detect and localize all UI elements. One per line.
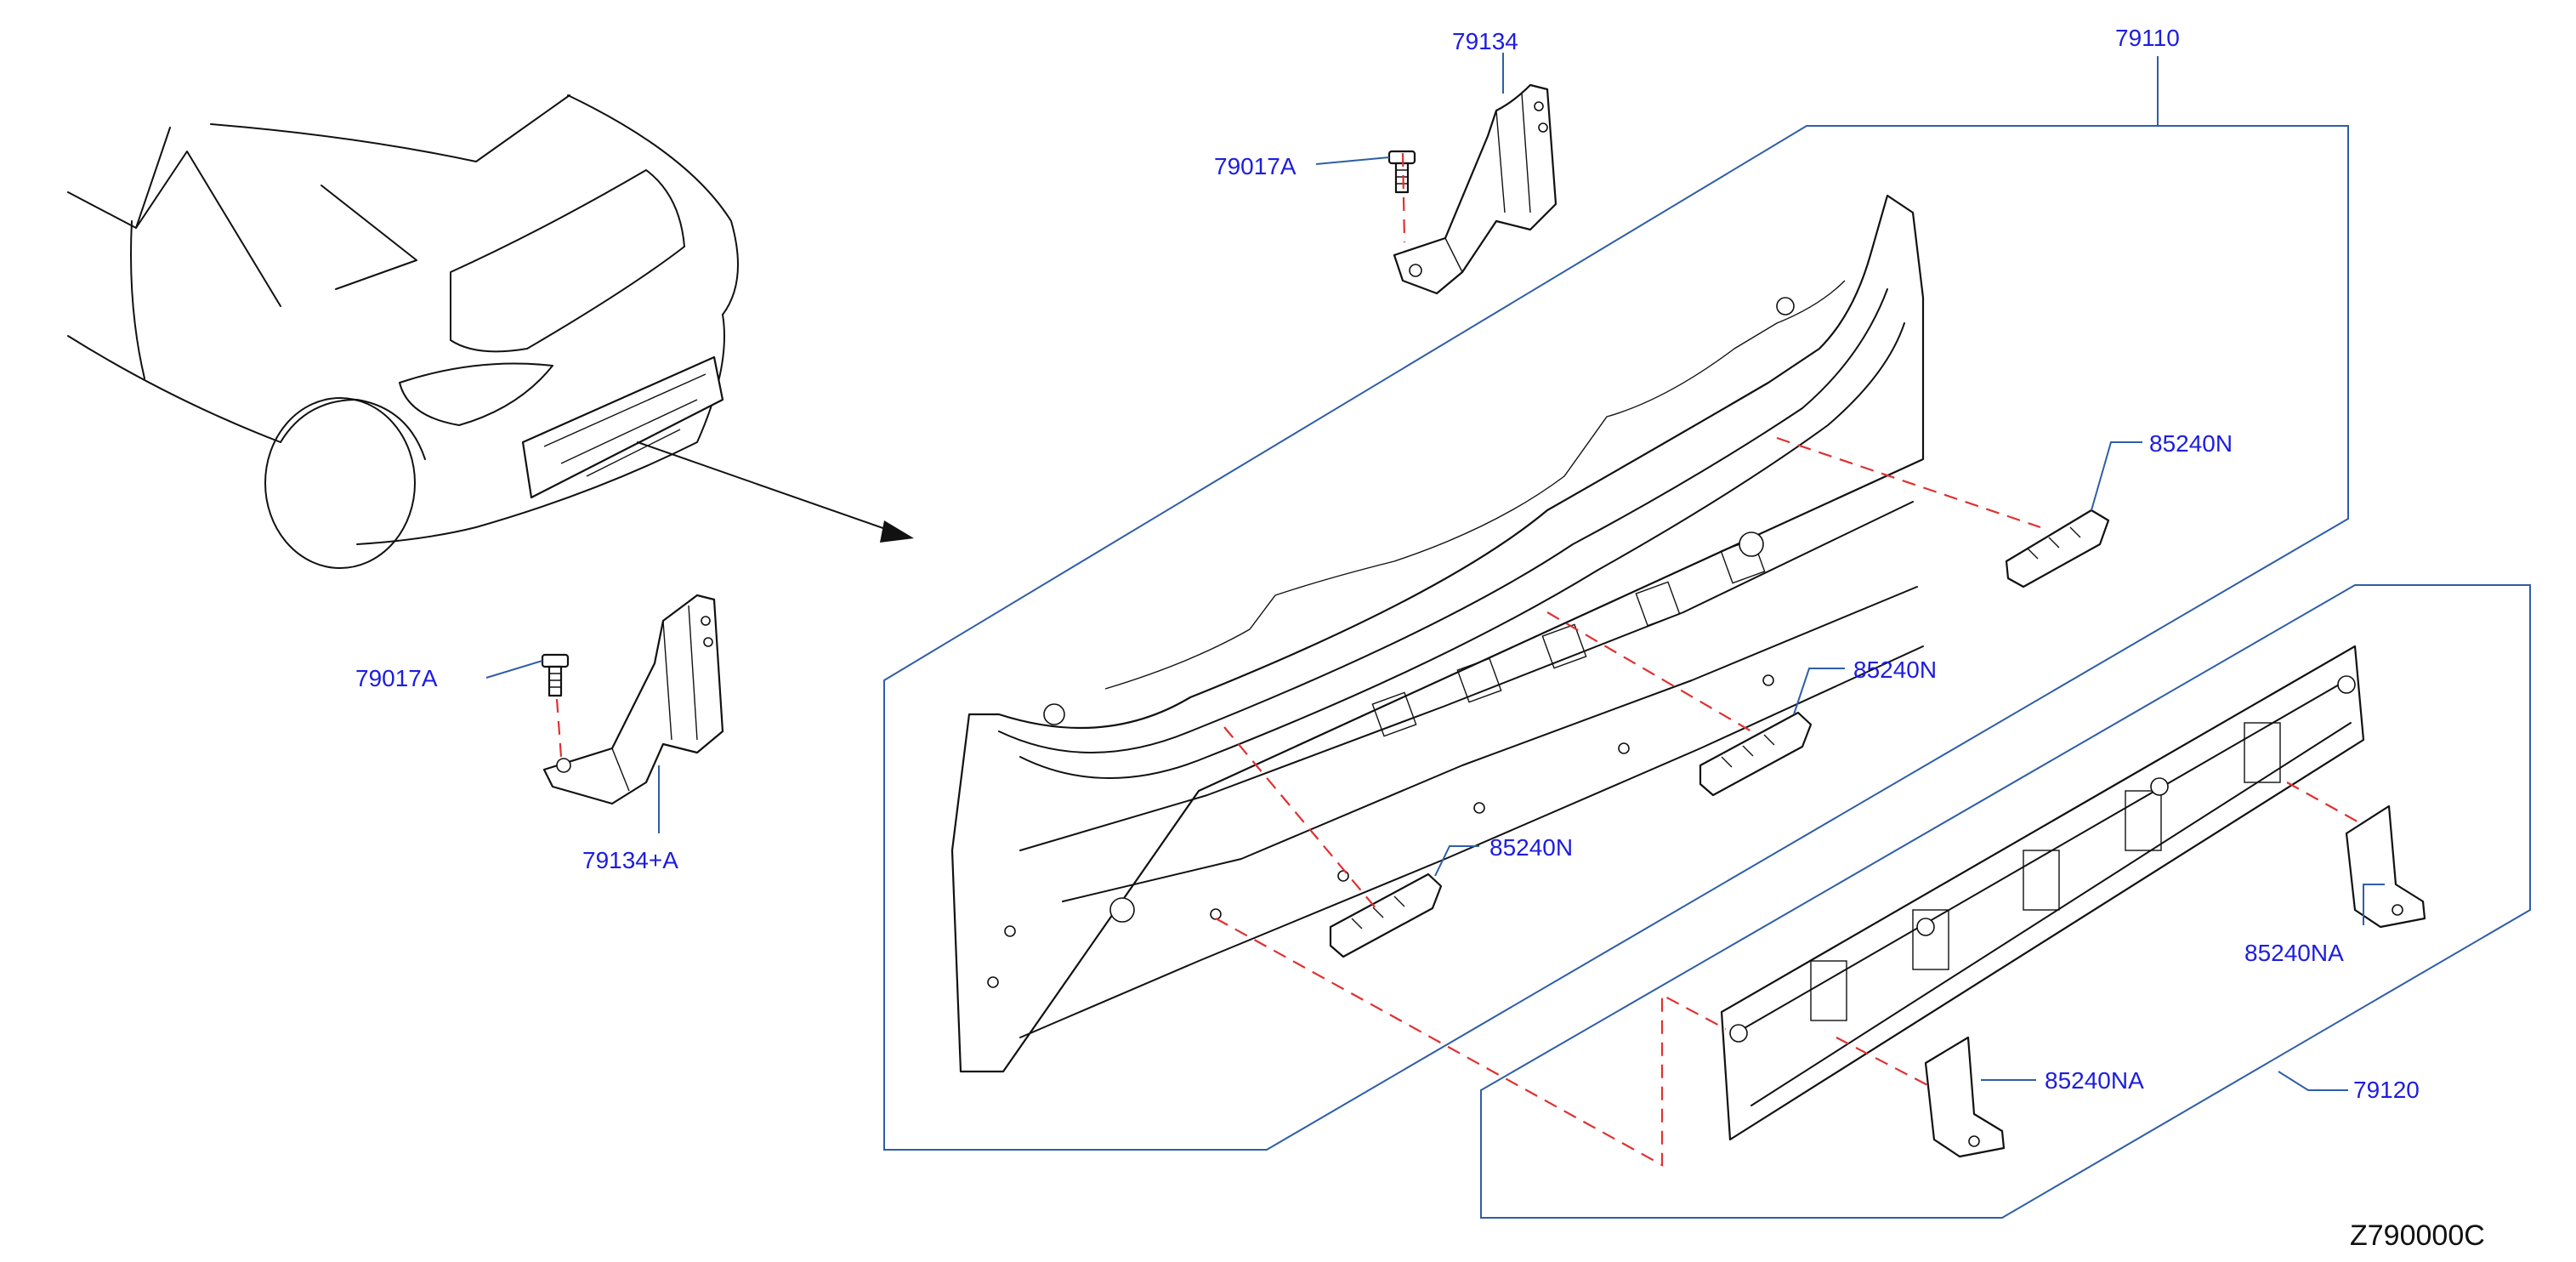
alignment-lines <box>555 152 2364 1167</box>
frame-79120 <box>1480 584 2531 1219</box>
label-79134-top: 79134 <box>1452 28 1518 54</box>
vehicle-rear-illustration <box>67 94 914 569</box>
bracket-85240na-lower[interactable] <box>1924 1036 2006 1158</box>
clip-85240n-right[interactable] <box>2005 509 2110 588</box>
label-85240na-right: 85240NA <box>2244 940 2344 966</box>
diagram-code: Z790000C <box>2350 1219 2485 1252</box>
label-85240n-lower: 85240N <box>1489 834 1573 861</box>
bracket-79134a-left[interactable] <box>542 594 724 805</box>
clip-85240n-lower[interactable] <box>1329 873 1443 958</box>
label-85240n-right: 85240N <box>2149 430 2233 457</box>
label-85240n-middle: 85240N <box>1853 657 1937 683</box>
leader-lines <box>485 53 2385 1091</box>
bolt-79017a-left[interactable] <box>541 653 570 697</box>
label-79017a-left: 79017A <box>355 665 438 691</box>
label-85240na-lower: 85240NA <box>2045 1067 2144 1094</box>
label-79110: 79110 <box>2115 25 2180 51</box>
label-79120: 79120 <box>2353 1077 2420 1103</box>
frame-79110 <box>883 125 2349 1151</box>
rear-panel-79110[interactable] <box>950 194 1925 1073</box>
bracket-85240na-right[interactable] <box>2345 804 2426 929</box>
label-79017a-top: 79017A <box>1214 153 1297 179</box>
clip-85240n-middle[interactable] <box>1699 711 1813 797</box>
label-79134a: 79134+A <box>582 847 678 873</box>
bracket-79134-top[interactable] <box>1393 83 1558 295</box>
lower-panel-79120[interactable] <box>1720 645 2365 1141</box>
